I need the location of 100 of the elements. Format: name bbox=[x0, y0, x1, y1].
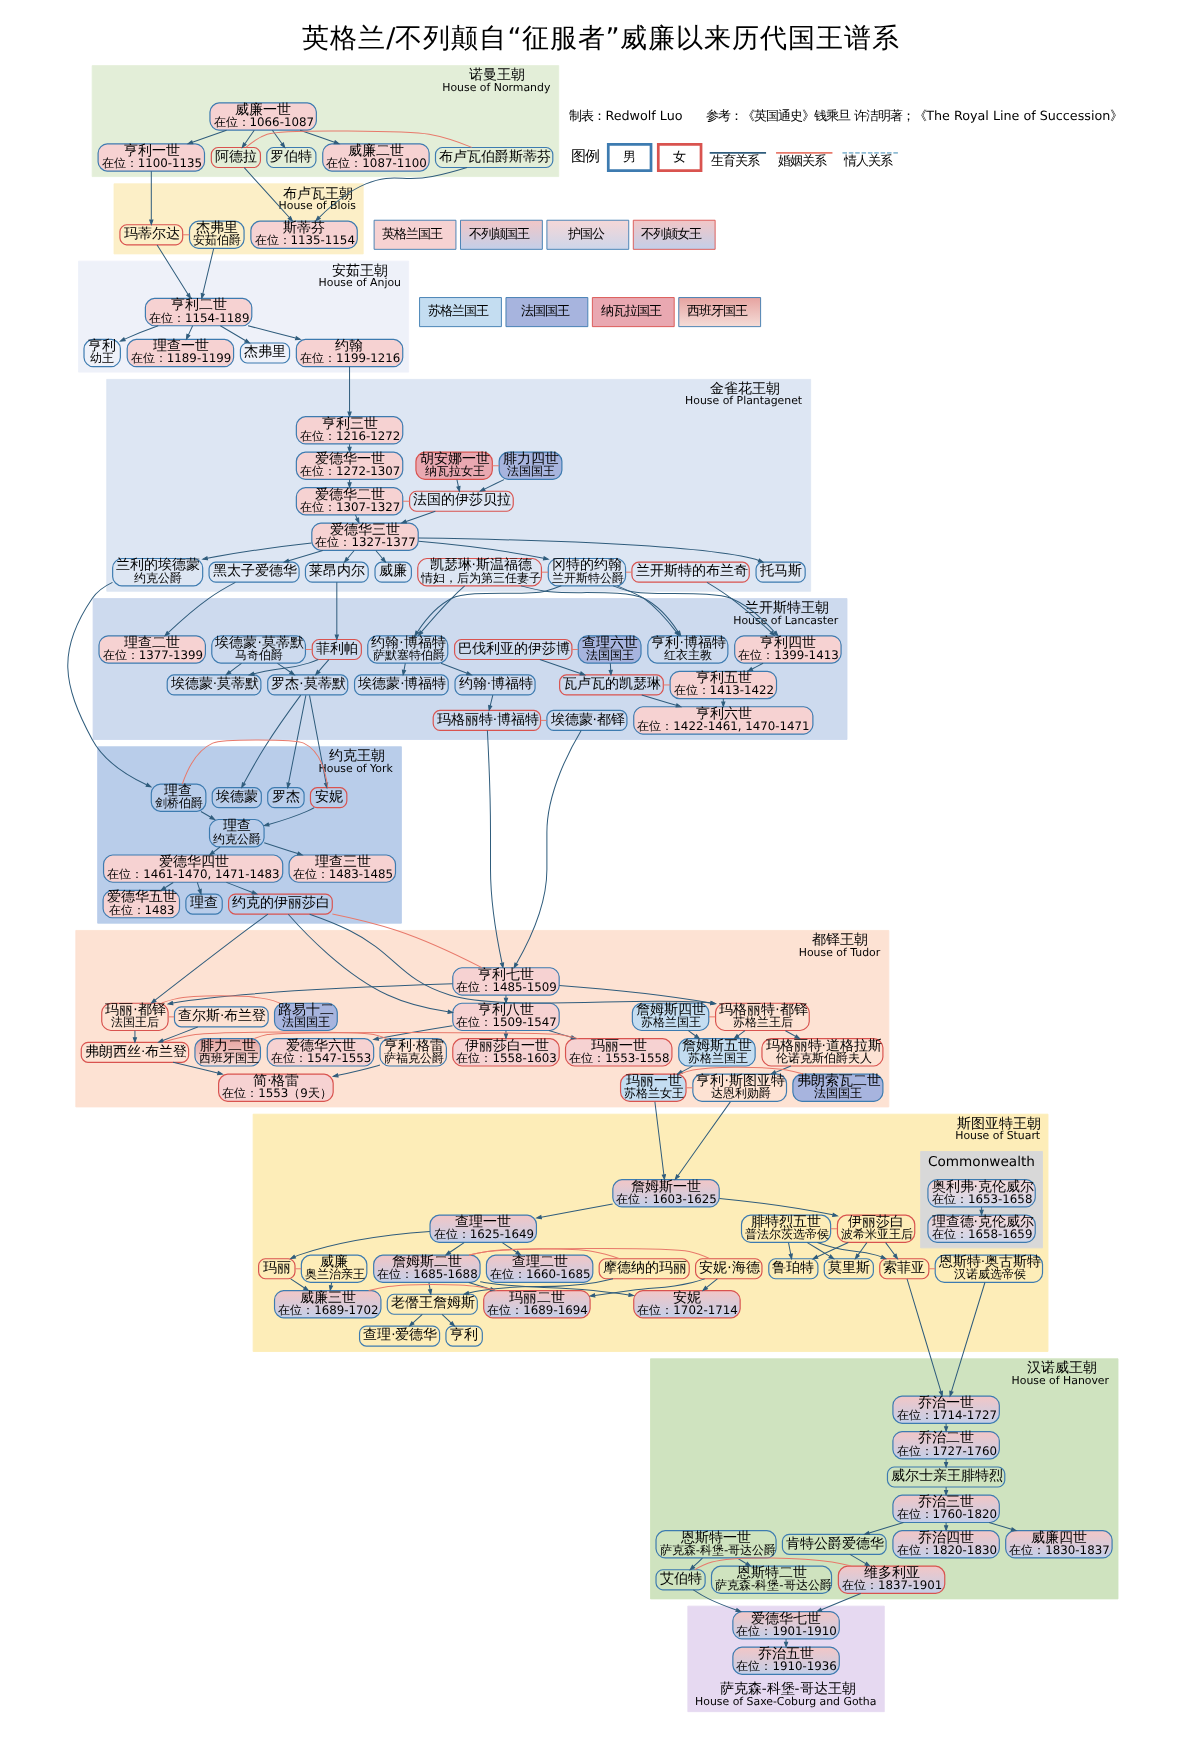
arrow bbox=[905, 1278, 942, 1397]
connector bbox=[829, 1228, 837, 1230]
connector bbox=[661, 684, 670, 686]
arrow bbox=[478, 479, 504, 492]
arrow bbox=[943, 1522, 948, 1531]
arrow bbox=[691, 1589, 741, 1613]
connector bbox=[166, 1016, 174, 1018]
arrow bbox=[732, 1030, 745, 1040]
arrow bbox=[408, 1313, 422, 1327]
arrow bbox=[171, 1061, 222, 1076]
arrow bbox=[163, 581, 235, 637]
arrow bbox=[262, 842, 302, 856]
arrow bbox=[673, 1101, 730, 1180]
arrow bbox=[884, 1242, 897, 1260]
arrow bbox=[500, 1242, 521, 1256]
arrow bbox=[416, 537, 763, 563]
arrow bbox=[131, 1030, 136, 1043]
arrow bbox=[372, 1025, 452, 1041]
arrow bbox=[987, 1522, 1016, 1532]
arrow bbox=[943, 1486, 948, 1496]
arrow bbox=[848, 1553, 870, 1567]
arrow bbox=[199, 248, 214, 299]
arrow bbox=[853, 1242, 867, 1260]
arrow bbox=[400, 510, 435, 524]
arrow bbox=[224, 662, 241, 676]
arrow bbox=[440, 1313, 454, 1327]
connector bbox=[293, 1268, 301, 1270]
arrow bbox=[166, 983, 453, 1006]
arrow bbox=[815, 1592, 861, 1612]
arrow bbox=[218, 325, 249, 344]
arrow bbox=[427, 1282, 432, 1295]
arrow bbox=[538, 659, 585, 676]
arrow bbox=[943, 1458, 948, 1468]
arrow bbox=[787, 1242, 792, 1260]
arrow bbox=[455, 479, 460, 492]
arrow bbox=[676, 1065, 692, 1075]
arrow bbox=[978, 1206, 983, 1216]
connector bbox=[693, 1557, 851, 1571]
arrow bbox=[701, 1278, 717, 1291]
arrow bbox=[588, 1278, 705, 1298]
connector bbox=[684, 1087, 693, 1089]
arrow bbox=[417, 540, 548, 561]
arrow bbox=[149, 913, 268, 1004]
arrow bbox=[159, 881, 173, 891]
arrow bbox=[688, 1557, 702, 1571]
connector bbox=[490, 465, 499, 467]
arrow bbox=[444, 1242, 464, 1256]
arrow bbox=[275, 662, 294, 676]
arrow bbox=[512, 729, 581, 969]
arrow bbox=[331, 1064, 380, 1078]
connector bbox=[467, 1248, 620, 1260]
arrow bbox=[199, 811, 215, 820]
arrow bbox=[354, 514, 359, 524]
arrow bbox=[487, 694, 493, 711]
arrow bbox=[285, 694, 306, 789]
connector bbox=[707, 1016, 715, 1018]
arrow bbox=[289, 1278, 308, 1291]
arrow bbox=[184, 325, 193, 340]
arrow bbox=[246, 325, 300, 341]
arrow bbox=[201, 542, 312, 561]
arrow bbox=[400, 662, 406, 676]
arrow bbox=[148, 170, 153, 226]
arrow bbox=[282, 549, 323, 563]
connector bbox=[539, 719, 547, 721]
connector bbox=[160, 995, 280, 1004]
arrow bbox=[155, 244, 191, 299]
arrow bbox=[640, 694, 681, 708]
arrow bbox=[314, 659, 329, 676]
arrow bbox=[346, 366, 351, 418]
arrow bbox=[478, 1281, 633, 1297]
arrow bbox=[118, 325, 158, 342]
arrow bbox=[686, 1030, 699, 1040]
arrow bbox=[157, 1026, 198, 1043]
arrow bbox=[413, 585, 561, 637]
arrow bbox=[815, 1241, 886, 1260]
arrow bbox=[485, 730, 504, 969]
arrow bbox=[782, 1638, 788, 1648]
arrow bbox=[416, 585, 465, 636]
connector bbox=[467, 1248, 710, 1260]
arrow bbox=[943, 1423, 948, 1432]
arrow bbox=[607, 662, 612, 676]
arrow bbox=[289, 1231, 430, 1260]
arrow bbox=[333, 581, 338, 640]
arrow bbox=[270, 129, 285, 148]
arrow bbox=[186, 129, 227, 145]
arrow bbox=[805, 1242, 834, 1260]
diagram-title: 英格兰/不列颠自“征服者”威廉以来历代国王谱系 bbox=[301, 22, 899, 55]
arrow bbox=[240, 694, 301, 788]
arrow bbox=[783, 1030, 800, 1040]
arrow bbox=[66, 581, 151, 788]
arrow bbox=[240, 129, 254, 148]
arrow bbox=[502, 994, 508, 1004]
arrow bbox=[242, 167, 292, 222]
arrow bbox=[769, 1065, 791, 1075]
arrow bbox=[863, 1522, 903, 1535]
connector bbox=[624, 571, 632, 573]
connector bbox=[330, 913, 482, 969]
arrow bbox=[262, 807, 314, 827]
arrow bbox=[298, 129, 339, 145]
arrow bbox=[439, 662, 471, 676]
